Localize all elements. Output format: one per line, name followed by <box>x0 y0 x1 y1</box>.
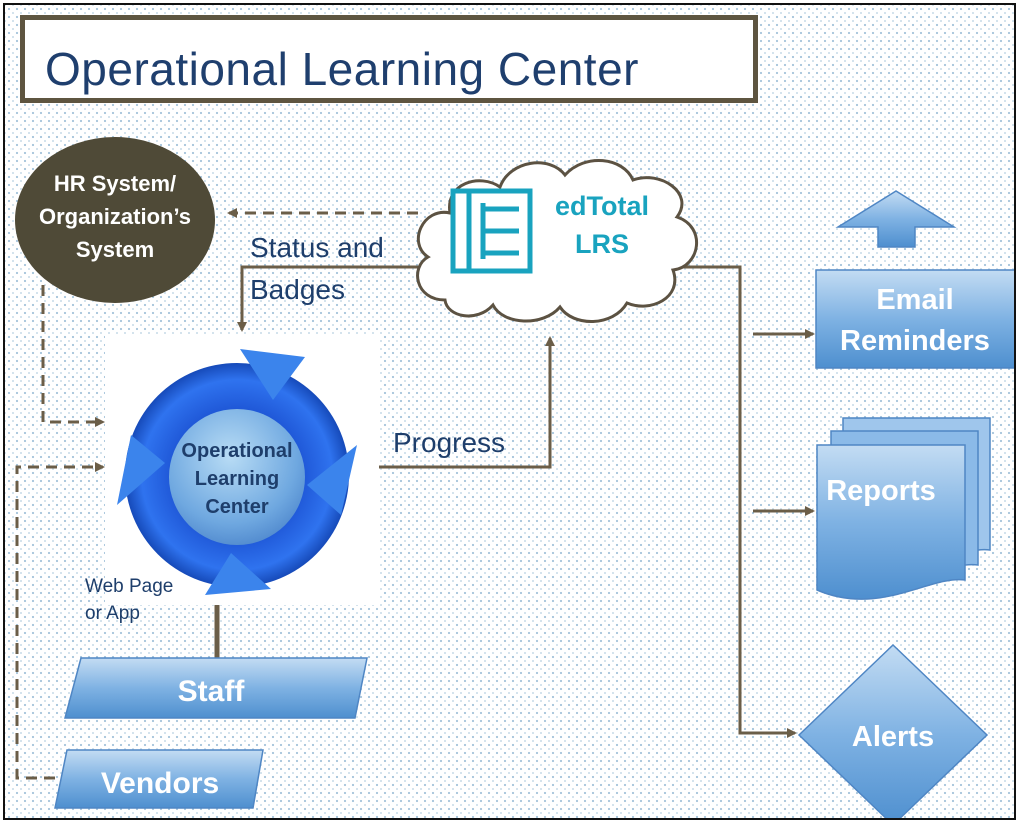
olc-cycle-node: Operational Learning Center <box>105 335 379 605</box>
reports-label: Reports <box>826 475 936 507</box>
connectors <box>15 208 815 780</box>
status-arrow <box>237 265 418 332</box>
page-title: Operational Learning Center <box>45 43 639 95</box>
lrs-line-1: edTotal <box>555 191 649 221</box>
alerts-label: Alerts <box>852 721 934 753</box>
email-label-line-2: Reminders <box>840 325 990 357</box>
cycle-arrow-icon <box>240 349 305 400</box>
diagram-canvas: HR System/ Organization’s System edTotal… <box>15 137 1014 818</box>
olc-label-line-1: Operational <box>181 440 292 462</box>
olc-label-line-3: Center <box>205 496 269 518</box>
progress-arrow <box>375 336 555 469</box>
progress-label: Progress <box>393 427 505 458</box>
cycle-arrow-icon <box>205 553 271 595</box>
email-reminders-node: Email Reminders <box>815 190 1014 369</box>
hr-system-line-3: System <box>76 237 154 262</box>
edtotal-logo-icon <box>450 188 533 274</box>
lrs-line-2: LRS <box>575 229 629 259</box>
cloud-shape <box>416 159 698 323</box>
hr-to-olc-dashed-arrow <box>41 285 105 427</box>
diagram-frame: Operational Learning Center <box>3 3 1016 820</box>
vendors-node: Vendors <box>54 749 264 809</box>
staff-label: Staff <box>178 675 246 708</box>
staff-node: Staff <box>64 657 368 719</box>
alerts-node: Alerts <box>797 643 989 818</box>
cycle-center <box>169 409 305 545</box>
hr-system-node: HR System/ Organization’s System <box>15 137 215 303</box>
web-label-line-2: or App <box>85 603 140 624</box>
email-label-line-1: Email <box>876 284 953 316</box>
olc-label-line-2: Learning <box>195 468 279 490</box>
vendors-label: Vendors <box>101 767 219 800</box>
cycle-arrow-icon <box>307 445 357 515</box>
status-label-line-2: Badges <box>250 274 345 305</box>
up-arrow-icon <box>835 190 957 248</box>
web-label-line-1: Web Page <box>85 576 173 597</box>
lrs-cloud: edTotal LRS <box>416 159 698 323</box>
status-label-line-1: Status and <box>250 232 384 263</box>
hr-system-line-1: HR System/ <box>54 171 176 196</box>
vendors-to-olc-dashed-arrow <box>15 462 105 780</box>
cycle-arrow-icon <box>117 435 165 505</box>
title-box: Operational Learning Center <box>20 15 758 103</box>
lrs-output-trunk <box>683 265 797 738</box>
hr-system-line-2: Organization’s <box>39 204 191 229</box>
reports-node: Reports <box>816 417 991 600</box>
